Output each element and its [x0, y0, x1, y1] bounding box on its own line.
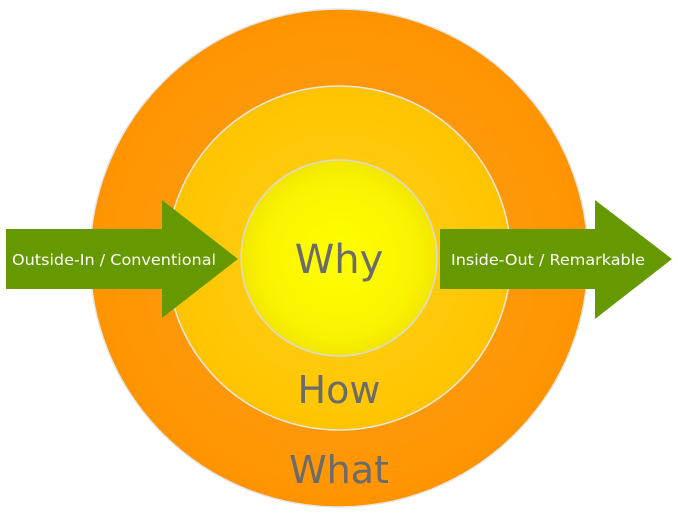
left-arrow	[6, 200, 238, 318]
right-arrow	[440, 200, 672, 319]
why-label: Why	[295, 237, 384, 283]
inner-circle-why	[240, 159, 438, 357]
how-label: How	[298, 368, 381, 412]
what-label: What	[289, 448, 389, 492]
right-arrow-label: Inside-Out / Remarkable	[451, 251, 645, 269]
left-arrow-label: Outside-In / Conventional	[12, 251, 216, 269]
